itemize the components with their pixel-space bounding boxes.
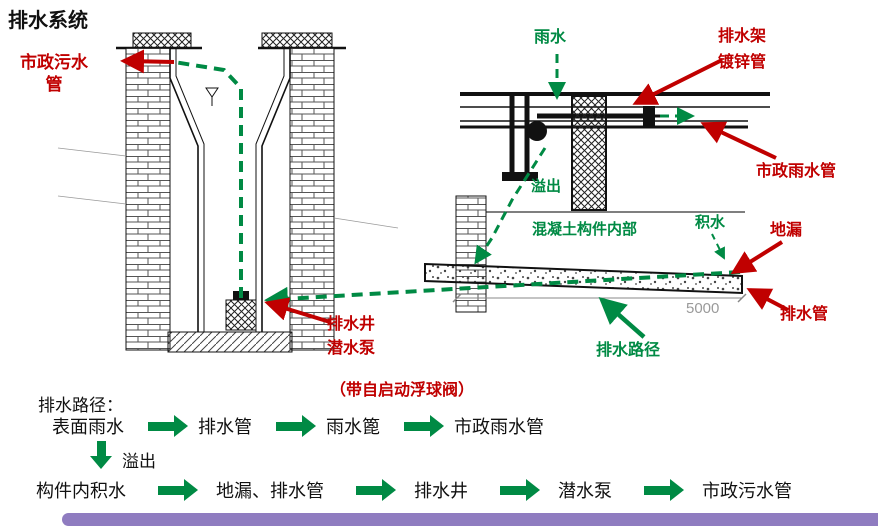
label-drain-pipe: 排水管 xyxy=(780,306,829,323)
flow-item-surface-rain: 表面雨水 xyxy=(52,417,124,437)
flow-item-municipal-rain-pipe: 市政雨水管 xyxy=(454,417,544,437)
label-overflow: 溢出 xyxy=(531,178,562,195)
flow-heading: 排水路径： xyxy=(38,396,123,415)
arrow-down-icon xyxy=(90,441,112,469)
flow-row-component-water: 构件内积水 地漏、排水管 排水井 潜水泵 市政污水管 xyxy=(36,477,792,503)
flow-item-drain-pipe: 排水管 xyxy=(198,417,252,437)
label-drainage-path: 排水路径 xyxy=(596,342,661,359)
submersible-pump-shape xyxy=(225,299,257,331)
flow-item-drain-well: 排水井 xyxy=(414,481,468,501)
label-rainwater: 雨水 xyxy=(534,29,567,46)
arrow-right-icon xyxy=(500,479,540,501)
arrow-drain-rack xyxy=(632,58,723,105)
label-float-valve-note: （带自启动浮球阀） xyxy=(330,382,475,399)
arrow-municipal-sewage xyxy=(120,49,175,74)
brick-wall-left xyxy=(125,47,171,351)
bottom-accent-bar xyxy=(62,513,878,526)
label-accumulated-water: 积水 xyxy=(695,214,726,231)
drainage-path-pointer xyxy=(598,297,646,339)
arrow-right-icon xyxy=(644,479,684,501)
arrow-right-icon xyxy=(158,479,198,501)
arrow-right-icon xyxy=(276,415,316,437)
label-municipal-sewage-pipe: 市政污水管 xyxy=(20,53,88,95)
hatched-column xyxy=(571,95,607,211)
arrow-right-icon xyxy=(404,415,444,437)
flow-overflow-label: 溢出 xyxy=(122,452,156,471)
drain-fitting xyxy=(527,121,547,141)
label-floor-drain: 地漏 xyxy=(770,222,803,239)
flow-item-municipal-sewage: 市政污水管 xyxy=(702,481,792,501)
overflow-path xyxy=(474,147,547,265)
arrow-municipal-rain xyxy=(700,121,777,160)
label-drain-rack-galvanized: 排水架 镀锌管 xyxy=(718,28,767,71)
roof-floor-section xyxy=(424,92,770,313)
label-dimension-5000: 5000 xyxy=(686,300,720,317)
label-inside-concrete-member: 混凝土构件内部 xyxy=(532,221,638,238)
arrow-right-icon xyxy=(356,479,396,501)
label-municipal-rainwater-pipe: 市政雨水管 xyxy=(756,163,837,180)
shaft-riser-path xyxy=(173,60,243,298)
flow-item-submersible-pump: 潜水泵 xyxy=(558,481,612,501)
label-well-and-pump: 排水井 潜水泵 xyxy=(327,316,376,357)
arrow-well-pump xyxy=(264,297,331,324)
flow-row-surface-rain: 表面雨水 排水管 雨水篦 市政雨水管 xyxy=(52,413,544,439)
flow-item-floordrain-pipe: 地漏、排水管 xyxy=(216,481,324,501)
floor-slab xyxy=(424,262,743,295)
arrow-right-icon xyxy=(148,415,188,437)
arrow-drain-pipe xyxy=(746,288,789,312)
callout-arrows xyxy=(120,49,789,324)
well-base-slab xyxy=(167,331,293,353)
water-level-mark xyxy=(205,87,219,98)
ponding-arrow xyxy=(711,233,725,260)
drainage-path-lines xyxy=(173,54,741,339)
flow-item-component-water: 构件内积水 xyxy=(36,481,126,501)
slab-to-well-path xyxy=(264,270,741,311)
brick-wall-right xyxy=(289,47,335,351)
page-title: 排水系统 xyxy=(8,10,88,32)
flow-item-rain-grate: 雨水篦 xyxy=(326,417,380,437)
shaft-section xyxy=(57,32,399,353)
arrow-floor-drain xyxy=(730,240,784,275)
